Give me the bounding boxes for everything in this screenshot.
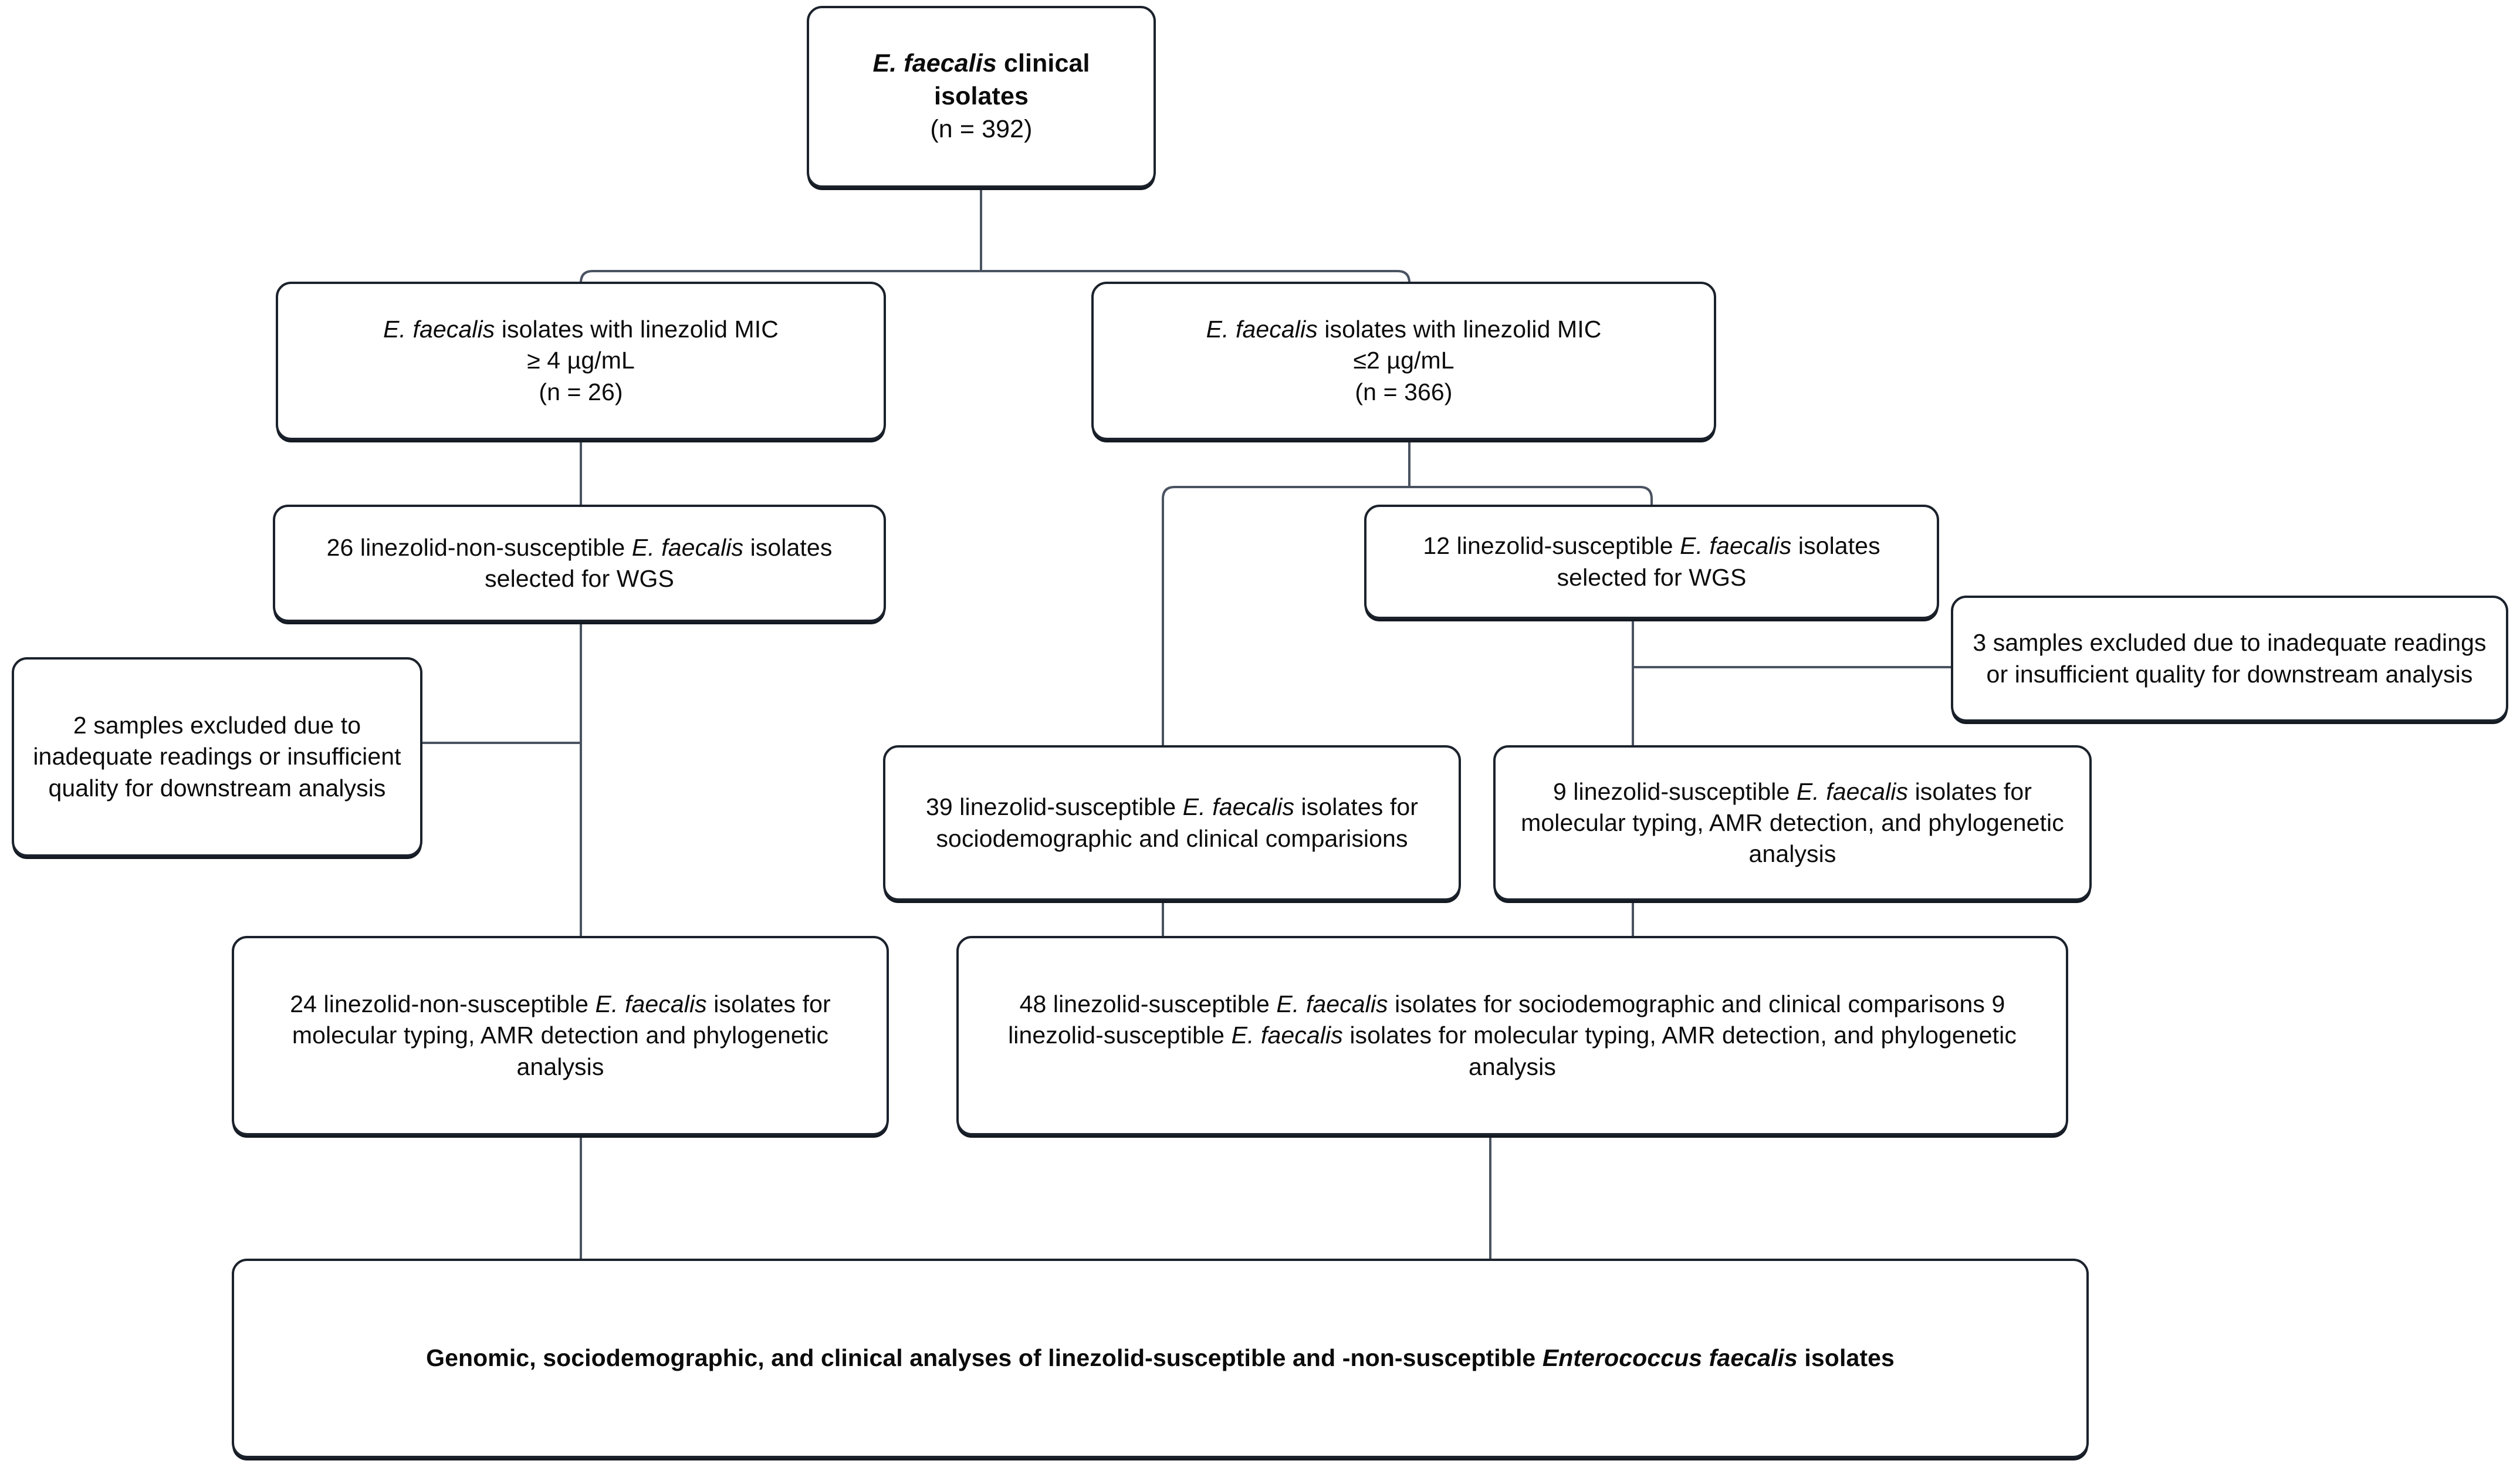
combined-row1: 48 linezolid-susceptible E. faecalis iso… bbox=[1020, 990, 1985, 1017]
node-mol-24-text: 24 linezolid-non-susceptible E. faecalis… bbox=[249, 989, 871, 1083]
node-combined-text: 48 linezolid-susceptible E. faecalis iso… bbox=[974, 989, 2051, 1083]
mic-low-line1-rest: isolates with linezolid MIC bbox=[1317, 316, 1602, 343]
node-wgs-nonsusceptible-text: 26 linezolid-non-susceptible E. faecalis… bbox=[290, 532, 868, 595]
root-line3-count: (n = 392) bbox=[930, 114, 1033, 143]
node-final-analysis[interactable]: Genomic, sociodemographic, and clinical … bbox=[232, 1259, 2089, 1458]
root-line1-rest: clinical bbox=[996, 49, 1090, 78]
combined-r2-pre: 9 linezolid-susceptible bbox=[1008, 990, 2005, 1049]
combined-r2-italic: E. faecalis bbox=[1231, 1022, 1343, 1049]
combined-r2-post: isolates for molecular typing, AMR detec… bbox=[1342, 1022, 2017, 1080]
mic-high-line1-rest: isolates with linezolid MIC bbox=[495, 316, 779, 343]
wgs-ns-post: isolates selected for WGS bbox=[485, 533, 833, 592]
mol24-italic: E. faecalis bbox=[595, 990, 707, 1018]
node-excluded-3-text: 3 samples excluded due to inadequate rea… bbox=[1973, 629, 2487, 688]
root-line2: isolates bbox=[934, 82, 1029, 111]
node-excluded-2-samples[interactable]: 2 samples excluded due to inadequate rea… bbox=[12, 657, 422, 857]
socio39-post: isolates for sociodemographic and clinic… bbox=[936, 793, 1418, 852]
mol9-post: isolates for molecular typing, AMR detec… bbox=[1521, 777, 2064, 868]
node-root-text: E. faecalis clinical isolates (n = 392) bbox=[824, 48, 1138, 146]
wgs-ns-italic2: faecalis bbox=[661, 533, 744, 561]
node-final-text: Genomic, sociodemographic, and clinical … bbox=[249, 1343, 2071, 1374]
node-wgs-susceptible[interactable]: 12 linezolid-susceptible E. faecalis iso… bbox=[1364, 505, 1939, 619]
mic-high-count: (n = 26) bbox=[539, 378, 623, 405]
wgs-ns-pre: 26 linezolid-non-susceptible bbox=[326, 533, 632, 561]
wgs-s-pre: 12 linezolid-susceptible bbox=[1423, 532, 1680, 560]
node-mic-high-text: E. faecalis isolates with linezolid MIC … bbox=[293, 314, 868, 408]
combined-r1-pre: 48 linezolid-susceptible bbox=[1019, 990, 1277, 1018]
final-pre: Genomic, sociodemographic, and clinical … bbox=[426, 1344, 1543, 1372]
combined-row2: 9 linezolid-susceptible E. faecalis isol… bbox=[1008, 990, 2017, 1080]
node-excluded-3-samples[interactable]: 3 samples excluded due to inadequate rea… bbox=[1951, 596, 2508, 722]
edge-split-mic-high bbox=[580, 270, 981, 283]
wgs-ns-mid bbox=[655, 534, 662, 561]
node-root-isolates[interactable]: E. faecalis clinical isolates (n = 392) bbox=[807, 6, 1156, 188]
node-socio-39-text: 39 linezolid-susceptible E. faecalis iso… bbox=[901, 792, 1443, 854]
combined-r1-post: isolates for sociodemographic and clinic… bbox=[1388, 990, 1985, 1018]
edge-split-wgs-susc bbox=[1409, 486, 1653, 505]
node-mic-low-text: E. faecalis isolates with linezolid MIC … bbox=[1109, 314, 1699, 408]
mic-high-threshold: ≥ 4 µg/mL bbox=[527, 347, 635, 374]
node-mic-low[interactable]: E. faecalis isolates with linezolid MIC … bbox=[1091, 282, 1716, 440]
combined-r1-italic: E. faecalis bbox=[1276, 990, 1388, 1018]
mol24-pre: 24 linezolid-non-susceptible bbox=[290, 990, 596, 1018]
node-combined-susceptible[interactable]: 48 linezolid-susceptible E. faecalis iso… bbox=[956, 936, 2068, 1135]
mol24-post: isolates for molecular typing, AMR detec… bbox=[292, 990, 831, 1080]
final-post: isolates bbox=[1797, 1344, 1895, 1372]
node-mol-9-text: 9 linezolid-susceptible E. faecalis isol… bbox=[1511, 776, 2074, 870]
edge-split-mic-low bbox=[981, 270, 1410, 283]
final-italic: Enterococcus faecalis bbox=[1542, 1344, 1798, 1372]
socio39-italic: E. faecalis bbox=[1182, 793, 1295, 821]
node-sociodemographic-39[interactable]: 39 linezolid-susceptible E. faecalis iso… bbox=[883, 745, 1461, 901]
root-species-italic: E. faecalis bbox=[872, 49, 997, 78]
mic-high-species-italic: E. faecalis bbox=[383, 316, 495, 343]
wgs-s-italic: E. faecalis bbox=[1680, 532, 1792, 560]
wgs-s-post: isolates selected for WGS bbox=[1557, 532, 1880, 591]
node-molecular-24[interactable]: 24 linezolid-non-susceptible E. faecalis… bbox=[232, 936, 889, 1135]
node-wgs-susceptible-text: 12 linezolid-susceptible E. faecalis iso… bbox=[1382, 530, 1922, 593]
mic-low-species-italic: E. faecalis bbox=[1206, 316, 1318, 343]
mol9-italic: E. faecalis bbox=[1796, 777, 1909, 805]
node-molecular-9[interactable]: 9 linezolid-susceptible E. faecalis isol… bbox=[1493, 745, 2092, 901]
mol9-pre: 9 linezolid-susceptible bbox=[1552, 777, 1797, 805]
node-wgs-nonsusceptible[interactable]: 26 linezolid-non-susceptible E. faecalis… bbox=[273, 505, 886, 622]
socio39-pre: 39 linezolid-susceptible bbox=[925, 793, 1183, 821]
wgs-ns-italic1: E. bbox=[631, 533, 655, 561]
node-excluded-2-text: 2 samples excluded due to inadequate rea… bbox=[33, 712, 401, 802]
mic-low-threshold: ≤2 µg/mL bbox=[1353, 347, 1455, 374]
mic-low-count: (n = 366) bbox=[1355, 378, 1453, 405]
node-mic-high[interactable]: E. faecalis isolates with linezolid MIC … bbox=[276, 282, 886, 440]
